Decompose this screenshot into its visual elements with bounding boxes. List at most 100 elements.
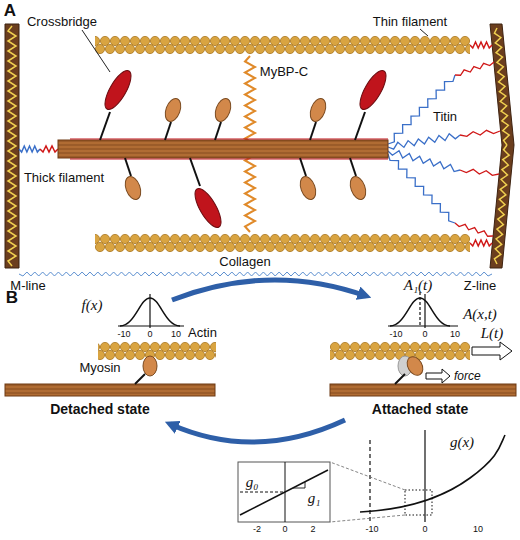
myosin-head <box>395 374 405 384</box>
tick-label: -2 <box>253 525 261 535</box>
tick-label: 0 <box>422 525 427 535</box>
rate-plot <box>405 490 432 515</box>
tick-label: 0 <box>147 330 152 340</box>
myosin-head <box>135 354 426 384</box>
crossbridge-heads <box>212 96 233 123</box>
tick-label: -10 <box>117 330 130 340</box>
tick-label: 0 <box>422 330 427 340</box>
part-label: Thick filament <box>24 171 104 185</box>
rate-plot <box>293 482 305 488</box>
tick-label: -10 <box>365 525 378 535</box>
state-cycle-arrow <box>170 420 345 442</box>
tick-label: 10 <box>171 330 181 340</box>
thick-filament-spring <box>19 146 40 152</box>
thin-filament <box>95 234 470 252</box>
crossbridge-heads <box>190 158 200 186</box>
rate-plot <box>369 440 370 522</box>
math-label: g₁ <box>308 490 321 507</box>
tick-label: 10 <box>473 525 483 535</box>
thick-filament-spring <box>40 146 58 152</box>
leader-line <box>82 29 428 72</box>
tick-label: -10 <box>389 330 402 340</box>
rate-plot <box>238 462 330 522</box>
titin-spring <box>460 130 500 136</box>
rate-plot <box>360 435 505 512</box>
distribution-plot <box>149 294 150 328</box>
tick-label: 10 <box>450 330 460 340</box>
leader-line <box>82 30 110 72</box>
actin-filament <box>98 342 216 360</box>
part-label: Collagen <box>219 255 270 269</box>
actin-filament <box>330 342 470 360</box>
z-line-zigzag <box>494 145 509 264</box>
rate-plot <box>424 430 425 522</box>
thick-filament <box>58 140 388 158</box>
thick-filament <box>5 384 215 396</box>
part-label: Z-line <box>464 279 497 293</box>
crossbridge-heads <box>310 122 316 140</box>
myosin-head <box>143 356 157 376</box>
crossbridge-heads <box>355 112 365 140</box>
crossbridge-heads <box>125 158 131 176</box>
math-label: A₁(t) <box>404 277 433 294</box>
titin-spring <box>460 169 499 175</box>
panel-letter: A <box>4 2 16 21</box>
state-label: Attached state <box>372 402 468 417</box>
myosin-head <box>135 374 145 384</box>
rate-plot <box>330 515 405 522</box>
force-label: force <box>454 370 481 383</box>
crossbridge-heads <box>122 174 143 201</box>
myosin-head <box>404 354 426 378</box>
distribution-plot <box>120 298 180 326</box>
crossbridge-heads <box>350 158 356 176</box>
titin-spring <box>455 62 494 75</box>
distribution-plot <box>390 298 450 326</box>
thin-filament-spring <box>470 240 492 246</box>
crossbridge-heads <box>165 122 171 140</box>
rate-plot <box>238 430 505 522</box>
part-label: Thin filament <box>373 15 447 29</box>
collagen-spring <box>19 272 492 276</box>
thin-filament-spring <box>470 42 492 48</box>
part-label: Actin <box>188 326 217 340</box>
force-arrow <box>426 369 450 383</box>
crossbridge-heads <box>162 96 183 123</box>
thin-filament <box>95 36 470 54</box>
z-line-bar <box>490 24 514 268</box>
titin-strand <box>70 138 388 139</box>
crossbridge-heads <box>190 185 226 231</box>
math-label: L(t) <box>481 325 504 342</box>
titin-spring <box>388 134 460 149</box>
thick-filament <box>330 384 516 396</box>
crossbridge-heads <box>100 67 136 113</box>
state-label: Detached state <box>50 402 150 417</box>
crossbridge-heads <box>100 67 391 231</box>
crossbridge-heads <box>297 174 318 201</box>
m-line-bar <box>5 24 19 268</box>
part-label: Titin <box>433 110 457 124</box>
z-line-zigzag <box>494 28 509 145</box>
leader-line <box>420 29 428 36</box>
math-label: g(x) <box>450 434 474 451</box>
crossbridge-heads <box>355 67 391 113</box>
distribution-plot <box>118 325 184 326</box>
m-line-zigzag <box>8 26 16 266</box>
crossbridge-heads <box>300 158 306 176</box>
panel-letter: B <box>6 289 18 308</box>
math-label: A(x,t) <box>463 306 497 323</box>
tick-label: 2 <box>310 525 315 535</box>
crossbridge-heads <box>347 174 368 201</box>
titin-spring <box>388 154 455 223</box>
length-arrow <box>472 342 512 360</box>
spring-lines <box>8 26 509 276</box>
rate-plot <box>240 492 285 493</box>
titin-strand <box>70 158 388 159</box>
crossbridge-heads <box>100 112 110 140</box>
math-label: g₀ <box>246 474 259 491</box>
rate-plot <box>240 470 328 515</box>
crossbridge-heads <box>215 122 221 140</box>
part-label: MyBP-C <box>260 65 308 79</box>
part-label: Crossbridge <box>27 15 97 29</box>
math-label: f(x) <box>82 297 103 314</box>
